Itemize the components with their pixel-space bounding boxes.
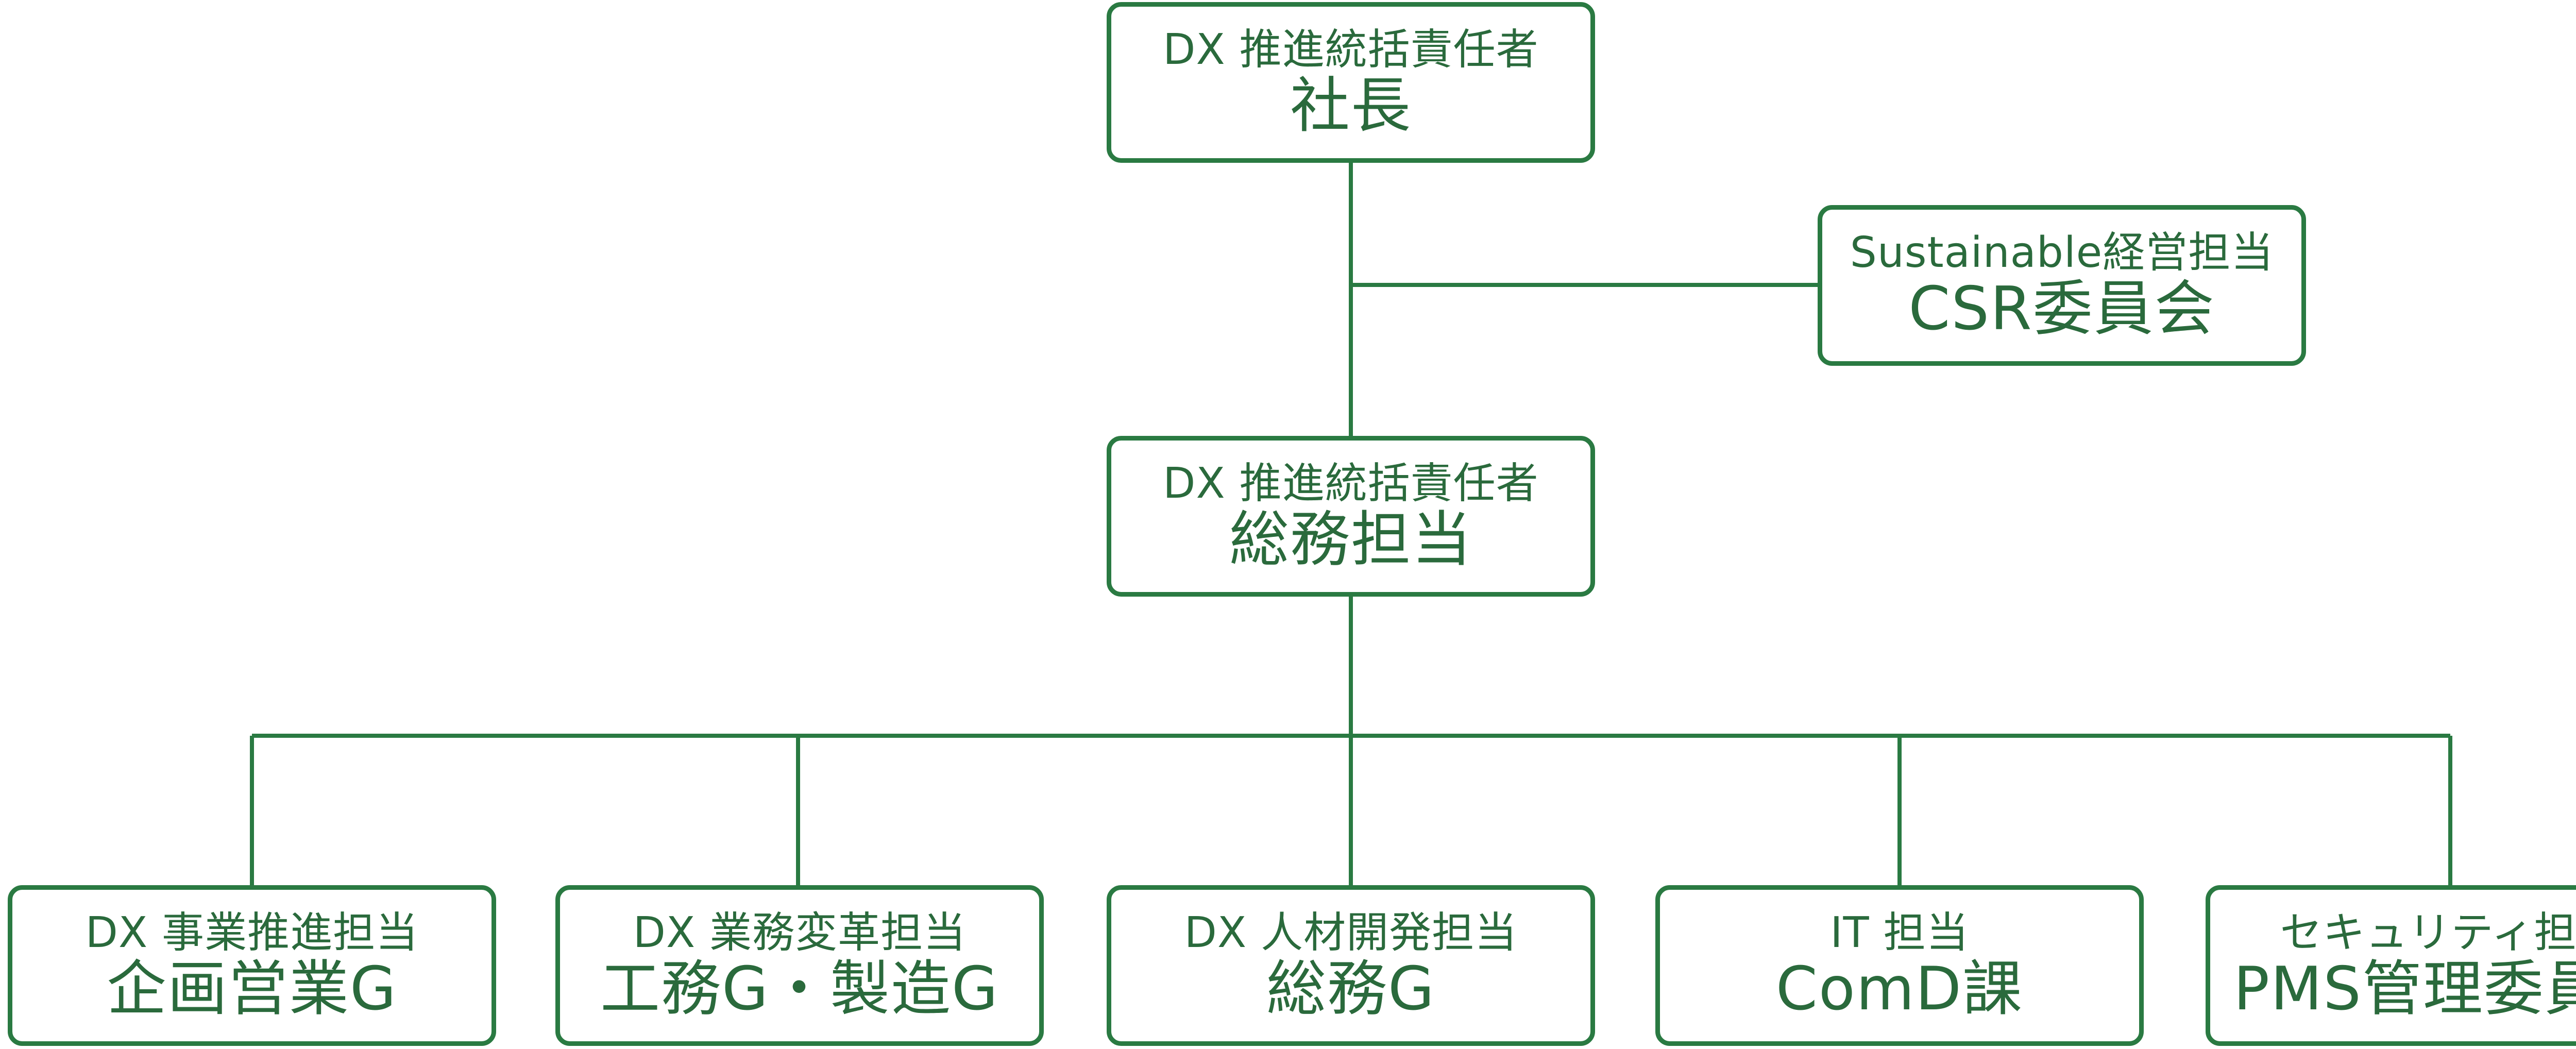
node-name: PMS管理委員会 bbox=[2233, 954, 2576, 1024]
node-role: DX 推進統括責任者 bbox=[1163, 25, 1539, 75]
node-name: CSR委員会 bbox=[1908, 274, 2215, 344]
node-name: 工務G・製造G bbox=[600, 954, 999, 1024]
node-role: DX 事業推進担当 bbox=[85, 908, 419, 958]
node-role: DX 業務変革担当 bbox=[633, 908, 967, 958]
node-role: IT 担当 bbox=[1830, 908, 1969, 958]
node-pms-committee: セキュリティ担当 PMS管理委員会 bbox=[2206, 885, 2576, 1046]
node-comd-section: IT 担当 ComD課 bbox=[1655, 885, 2144, 1046]
node-name: 総務G bbox=[1266, 954, 1435, 1024]
node-name: 総務担当 bbox=[1229, 505, 1472, 575]
node-role: Sustainable経営担当 bbox=[1850, 228, 2274, 278]
node-president: DX 推進統括責任者 社長 bbox=[1107, 2, 1595, 163]
node-general-affairs-group: DX 人材開発担当 総務G bbox=[1107, 885, 1595, 1046]
node-name: 企画営業G bbox=[107, 954, 397, 1024]
node-general-affairs: DX 推進統括責任者 総務担当 bbox=[1107, 436, 1595, 597]
node-planning-sales: DX 事業推進担当 企画営業G bbox=[8, 885, 496, 1046]
node-name: ComD課 bbox=[1775, 954, 2024, 1024]
node-construction-manufacturing: DX 業務変革担当 工務G・製造G bbox=[555, 885, 1044, 1046]
node-role: DX 人材開発担当 bbox=[1184, 908, 1518, 958]
node-role: セキュリティ担当 bbox=[2280, 908, 2576, 958]
node-csr-committee: Sustainable経営担当 CSR委員会 bbox=[1818, 205, 2306, 366]
node-name: 社長 bbox=[1290, 71, 1412, 141]
node-role: DX 推進統括責任者 bbox=[1163, 459, 1539, 509]
